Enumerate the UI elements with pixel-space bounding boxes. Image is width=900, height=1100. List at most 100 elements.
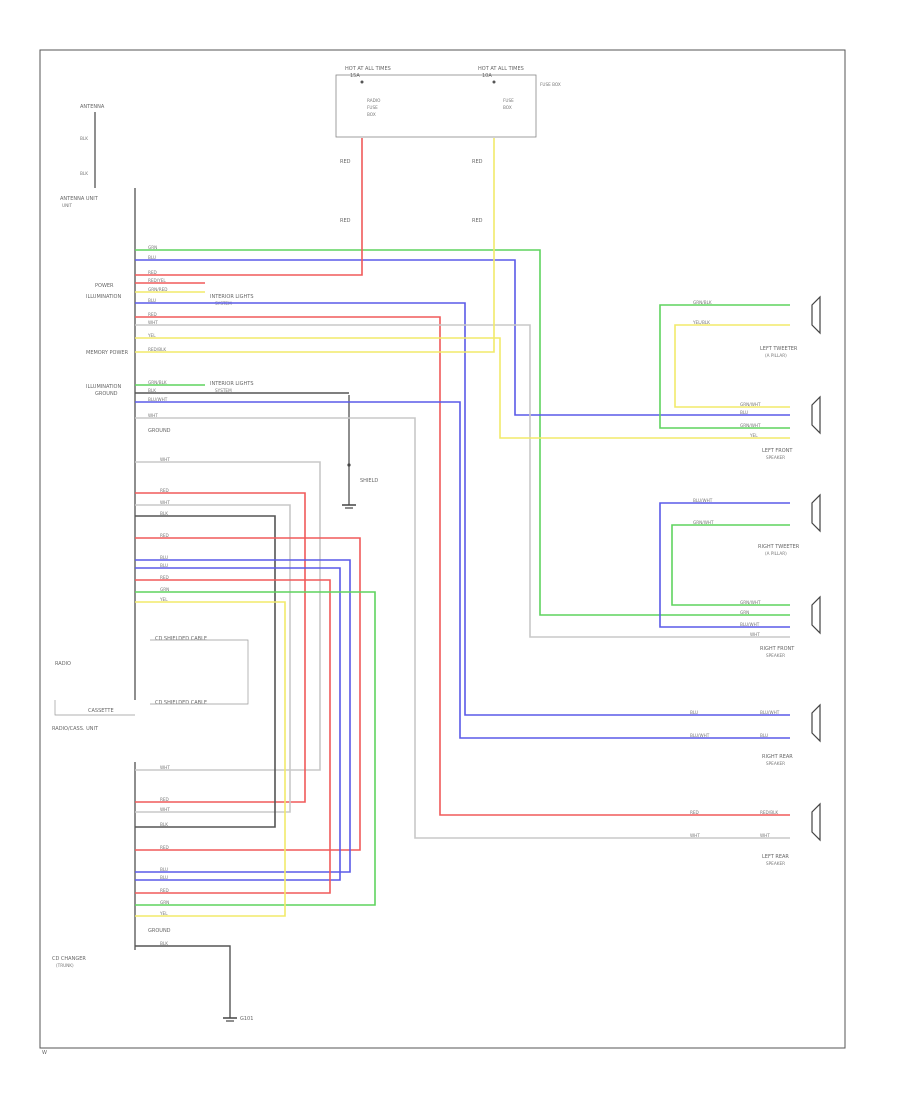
wire-wht-16: [135, 504, 291, 813]
wire-blu-19: [135, 559, 351, 873]
wire-label-48: BLU/WHT: [760, 710, 780, 715]
fuse-a-wire-label-2: RED: [340, 218, 351, 224]
wire-label-37: GRN/WHT: [740, 402, 761, 407]
wire-red-15: [135, 492, 306, 803]
wire-label-51: RED: [690, 810, 699, 815]
wire-blk-17: [135, 515, 276, 828]
speaker-lf-front-sub: SPEAKER: [766, 455, 785, 460]
speaker-left-rear: LEFT REAR SPEAKER: [762, 802, 821, 866]
wire-label-15: RED: [160, 488, 169, 493]
antenna-label: ANTENNA UNIT: [60, 196, 99, 202]
speaker-icon: [811, 493, 821, 533]
antenna-unit: ANTENNA BLK BLK ANTENNA UNIT UNIT: [60, 104, 105, 208]
fuse-a-line-3: BOX: [367, 112, 376, 117]
antenna-line: UNIT: [62, 203, 72, 208]
radio-label-illumination-2: ILLUMINATION: [86, 384, 121, 390]
note-g101: G101: [240, 1016, 253, 1022]
wire-layer: GRN BLU RED RED/YEL GRN/RED BLU RED WHT YEL RED/B…: [135, 138, 790, 946]
wire-blu-1: [135, 259, 790, 416]
speaker-rr-rear-sub: SPEAKER: [766, 761, 785, 766]
radio-label-cassette: CASSETTE: [88, 708, 114, 714]
wire-label-2: RED: [148, 270, 157, 275]
wire-label-11: BLK: [148, 388, 156, 393]
fuse-a-line-2: FUSE: [367, 105, 378, 110]
wire-label-28: RED: [160, 845, 169, 850]
wire-wht-7: [135, 324, 790, 638]
ground-symbol-g101: [135, 945, 237, 1022]
note-interior-lights-b: INTERIOR LIGHTS: [210, 381, 254, 387]
wire-red-2: [135, 138, 363, 276]
fuse-b-icon: [492, 80, 496, 84]
shielded-cable-bracket: [150, 639, 249, 705]
speaker-lr-rear-sub: SPEAKER: [766, 861, 785, 866]
wire-label-4: GRN/RED: [148, 287, 167, 292]
wire-label-31: RED: [160, 888, 169, 893]
wire-label-40: YEL: [749, 433, 758, 438]
speaker-left-tweeter: LEFT TWEETER (A PILLAR): [760, 295, 821, 358]
wire-label-32: GRN: [160, 900, 169, 905]
wire-label-3: RED/YEL: [148, 278, 166, 283]
wire-label-26: WHT: [160, 807, 170, 812]
wire-label-30: BLU: [160, 875, 168, 880]
wire-label-24: WHT: [160, 765, 170, 770]
wire-wht-14: [135, 461, 321, 771]
wire-label-9: RED/BLK: [148, 347, 166, 352]
note-ground-b: GROUND: [148, 928, 171, 934]
wire-blu-20: [135, 567, 341, 881]
fuse-box-outline: [335, 74, 537, 138]
wire-label-13: WHT: [148, 413, 158, 418]
speaker-lf-tweeter-sub: (A PILLAR): [765, 353, 787, 358]
speaker-rf-front-sub: SPEAKER: [766, 653, 785, 658]
radio-bottom-label: RADIO/CASS. UNIT: [52, 726, 99, 732]
wire-label-44: GRN: [740, 610, 749, 615]
cd-changer-sub: (TRUNK): [56, 963, 74, 968]
radio-label-illumination: ILLUMINATION: [86, 294, 121, 300]
wire-red-21: [135, 579, 331, 894]
wire-label-20: BLU: [160, 563, 168, 568]
speaker-right-tweeter: RIGHT TWEETER (A PILLAR): [758, 493, 821, 556]
wire-grn-22: [135, 591, 376, 906]
wire-yel-23: [135, 601, 286, 917]
wire-label-19: BLU: [160, 555, 168, 560]
speaker-right-front: RIGHT FRONT SPEAKER: [760, 595, 821, 658]
wire-label-18: RED: [160, 533, 169, 538]
fuse-a-line-1: RADIO: [367, 98, 381, 103]
wire-label-52: RED/BLK: [760, 810, 778, 815]
speaker-right-rear: RIGHT REAR SPEAKER: [762, 703, 821, 766]
fuse-b-wire-label: RED: [472, 159, 483, 165]
wire-label-8: YEL: [147, 333, 156, 338]
fuse-b-name: HOT AT ALL TIMES: [478, 66, 524, 72]
diagram-frame: [39, 49, 846, 1049]
fuse-a-name: HOT AT ALL TIMES: [345, 66, 391, 72]
wire-label-35: GRN/BLK: [693, 300, 712, 305]
fuse-a-wire-label: RED: [340, 159, 351, 165]
fuse-a-icon: [360, 80, 364, 84]
note-signal-cable-b: CD SHIELDED CABLE: [155, 700, 207, 706]
speaker-icon: [811, 802, 821, 842]
wire-label-0: GRN: [148, 245, 157, 250]
wire-label-42: GRN/WHT: [693, 520, 714, 525]
speaker-lr-rear-label: LEFT REAR: [762, 854, 789, 860]
fuse-a-amp: 15A: [350, 73, 360, 79]
wire-label-21: RED: [160, 575, 169, 580]
speaker-left-front: LEFT FRONT SPEAKER: [762, 395, 821, 460]
speaker-icon: [811, 295, 821, 335]
wire-grn-0: [135, 249, 790, 616]
speaker-rf-tweeter-sub: (A PILLAR): [765, 551, 787, 556]
note-interior-lights-a: INTERIOR LIGHTS: [210, 294, 254, 300]
wire-label-50: BLU: [760, 733, 768, 738]
wire-label-16: WHT: [160, 500, 170, 505]
radio-label-radio: RADIO: [55, 661, 71, 667]
wire-label-33: YEL: [159, 911, 168, 916]
note-ground-a: GROUND: [148, 428, 171, 434]
wire-label-6: RED: [148, 312, 157, 317]
wire-bluwht-12: [135, 401, 790, 739]
radio-label-memory: MEMORY POWER: [86, 350, 129, 356]
note-system-b: SYSTEM: [215, 388, 232, 393]
wire-label-41: BLU/WHT: [693, 498, 713, 503]
wire-label-38: BLU: [740, 410, 748, 415]
wire-label-43: GRN/WHT: [740, 600, 761, 605]
fuse-b-wire-label-2: RED: [472, 218, 483, 224]
cd-changer-label: CD CHANGER: [52, 956, 86, 962]
